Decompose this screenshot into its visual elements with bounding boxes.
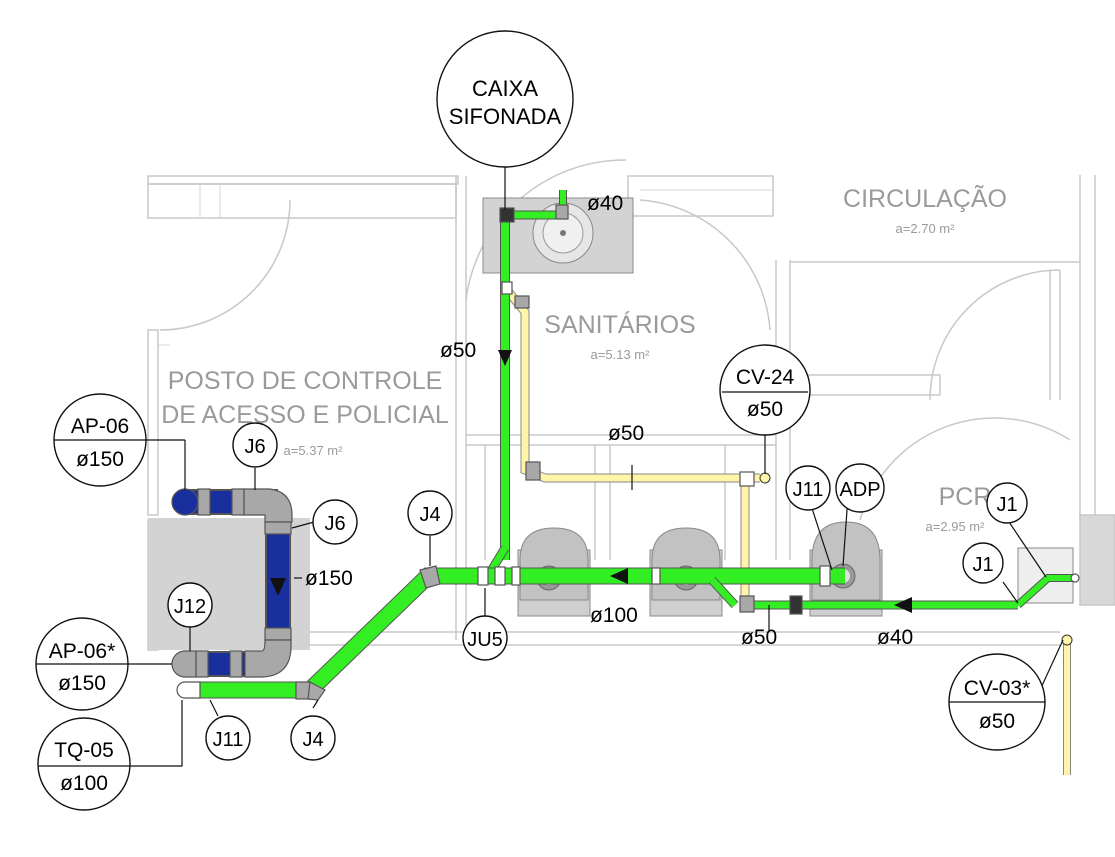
j4-label-b: J4 <box>302 729 323 751</box>
cv24-diameter: ø50 <box>747 398 783 421</box>
room-sanitarios-name: SANITÁRIOS <box>544 310 695 339</box>
diameter-label-d100: ø100 <box>590 604 638 627</box>
caixa-line2: SIFONADA <box>449 104 562 129</box>
cv24-label: CV-24 <box>736 366 795 389</box>
ap06-star-diameter: ø150 <box>58 672 106 695</box>
room-posto-area: a=5.37 m² <box>284 443 344 458</box>
room-circulacao-area: a=2.70 m² <box>896 221 956 236</box>
caixa-sifonada-callout: CAIXA SIFONADA <box>436 30 574 168</box>
flow-arrows <box>270 350 912 613</box>
caixa-line1: CAIXA <box>472 76 538 101</box>
pipe-fittings <box>171 204 1080 701</box>
j6-label-b: J6 <box>324 513 345 535</box>
flow-arrow-down-2 <box>270 578 286 596</box>
cv03-label: CV-03* <box>964 677 1031 700</box>
room-posto-name-line1: POSTO DE CONTROLE <box>168 367 443 395</box>
leaders <box>128 150 1064 767</box>
tq05-label: TQ-05 <box>54 739 114 762</box>
diameter-label-d40-bottom: ø40 <box>877 626 913 649</box>
diameter-label-d50-mid: ø50 <box>608 422 644 445</box>
ap06-callout: AP-06 ø150 <box>53 393 185 487</box>
flow-arrow-left-2 <box>894 597 912 613</box>
j1-label-b: J1 <box>972 554 993 576</box>
diameter-label-d40-top: ø40 <box>587 192 623 215</box>
joint-bubbles: J6 J6 J4 J12 J11 J4 JU5 J11 ADP J1 J1 <box>167 422 1028 761</box>
j11-label-a: J11 <box>213 729 244 751</box>
ap06-star-callout: AP-06* ø150 <box>35 617 129 711</box>
room-posto-name-line2: DE ACESSO E POLICIAL <box>161 401 449 429</box>
room-circulacao-name: CIRCULAÇÃO <box>843 184 1007 213</box>
diameter-label-d50-bottom: ø50 <box>741 626 777 649</box>
j11-label-b: J11 <box>793 479 824 501</box>
tq05-callout: TQ-05 ø100 <box>37 717 131 811</box>
tq05-diameter: ø100 <box>60 772 108 795</box>
cv03-diameter: ø50 <box>979 710 1015 733</box>
diameter-label-d150: ø150 <box>305 567 353 590</box>
room-pcr-area: a=2.95 m² <box>926 519 986 534</box>
ju5-label: JU5 <box>467 629 503 651</box>
room-sanitarios-area: a=5.13 m² <box>591 347 651 362</box>
adp-label: ADP <box>839 479 880 501</box>
j6-label-a: J6 <box>244 436 265 458</box>
diameter-label-d50-left: ø50 <box>440 339 476 362</box>
ap06-diameter: ø150 <box>76 448 124 471</box>
flow-arrow-down-1 <box>498 350 512 366</box>
j12-label: J12 <box>174 596 206 618</box>
ap06-star-label: AP-06* <box>49 640 116 663</box>
ap06-label: AP-06 <box>71 415 129 438</box>
j4-label-a: J4 <box>419 504 440 526</box>
cv03-callout: CV-03* ø50 <box>948 653 1046 751</box>
cv24-callout: CV-24 ø50 <box>719 344 811 436</box>
flow-arrow-left-1 <box>610 568 628 584</box>
j1-label-a: J1 <box>996 494 1017 516</box>
room-pcr-name: PCR <box>939 483 992 511</box>
